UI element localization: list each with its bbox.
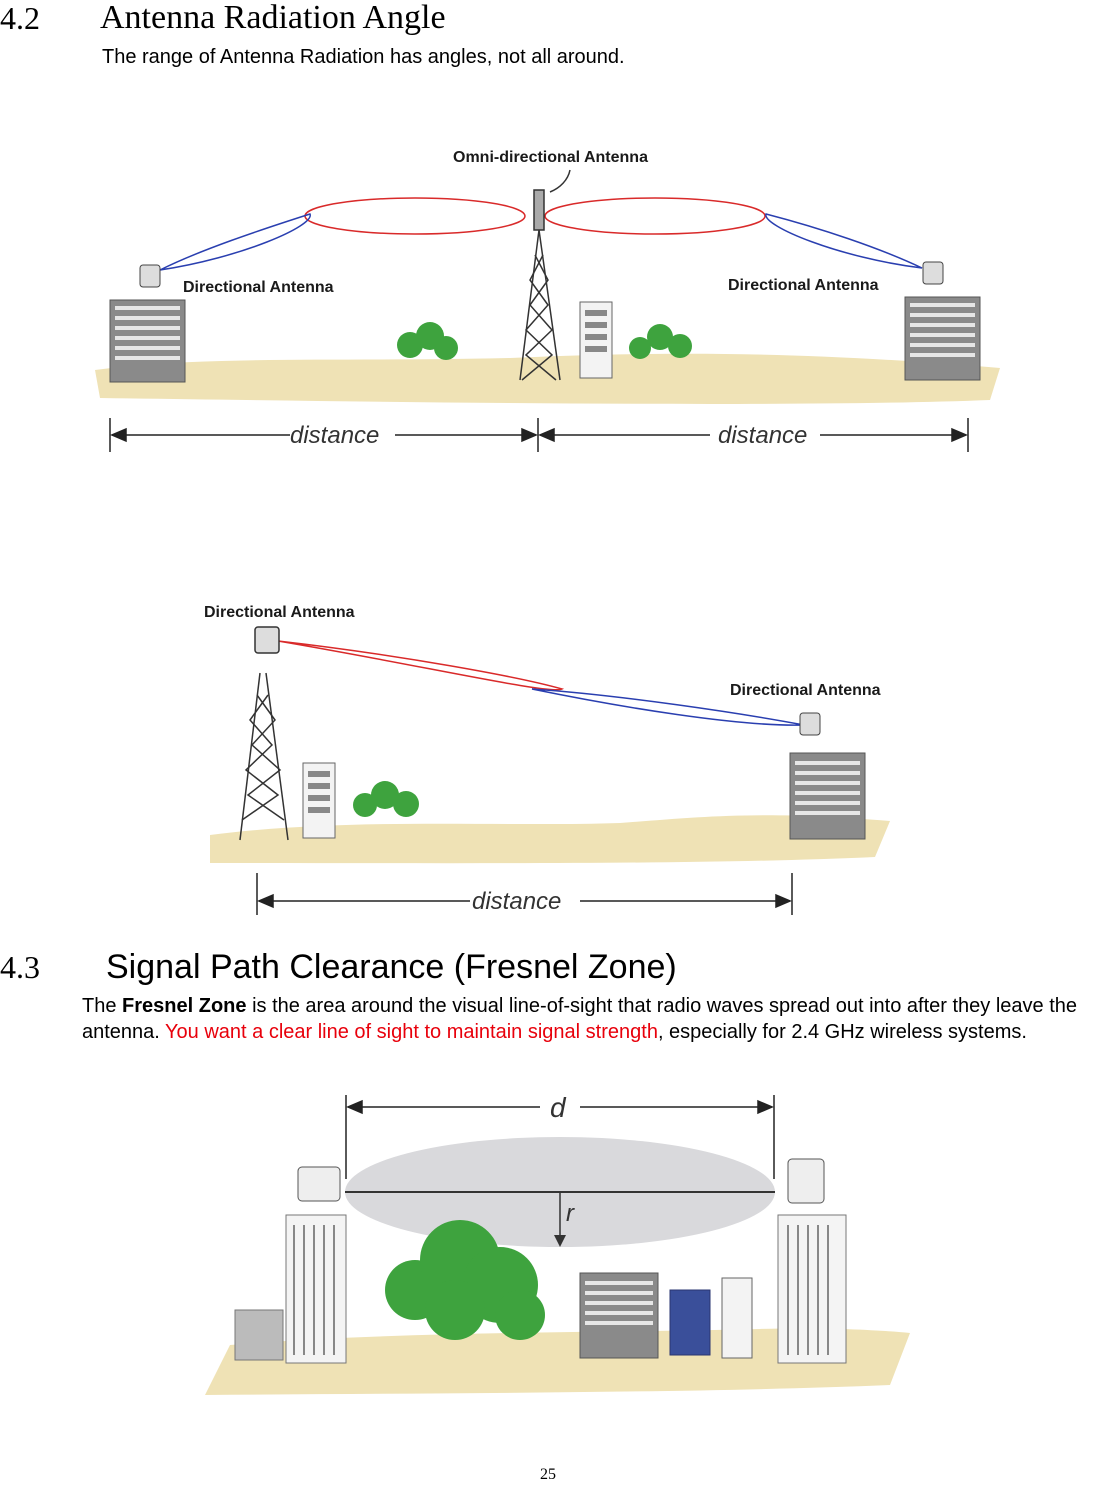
fresnel-zone-term: Fresnel Zone xyxy=(122,995,247,1017)
tree-cluster-right xyxy=(629,324,692,359)
fresnel-paragraph: The Fresnel Zone is the area around the … xyxy=(82,993,1106,1045)
building-left-windows xyxy=(115,306,180,360)
tree-cluster-left xyxy=(397,322,458,360)
figure-point-to-point: Directional Antenna Directional Antenna … xyxy=(204,604,890,915)
tall-building-left-stripes xyxy=(293,1225,335,1355)
low-building xyxy=(234,1309,284,1361)
section-number: 4.3 xyxy=(0,949,40,985)
distance-dimension xyxy=(256,873,793,915)
building-right-windows xyxy=(910,303,975,357)
beam-red xyxy=(277,640,565,691)
building-right-windows xyxy=(795,761,860,815)
antenna-left-icon xyxy=(297,1166,341,1202)
omni-tower xyxy=(519,189,561,381)
right-directional-label: Directional Antenna xyxy=(730,682,881,699)
radius-arrow-icon xyxy=(554,1235,566,1247)
distance-dimension xyxy=(109,418,969,452)
omni-beam-left xyxy=(304,197,526,235)
directional-beam-left xyxy=(159,213,311,271)
tall-building-right xyxy=(777,1214,847,1364)
section-number: 4.2 xyxy=(0,0,40,36)
grey-building-windows xyxy=(585,1281,653,1325)
tall-building-right-stripes xyxy=(787,1225,829,1355)
tree-cluster xyxy=(353,781,419,817)
section-title: Antenna Radiation Angle xyxy=(100,0,446,36)
tree-cluster xyxy=(385,1220,545,1340)
tower xyxy=(239,626,289,841)
right-directional-label: Directional Antenna xyxy=(728,277,879,294)
building-left xyxy=(109,299,186,383)
directional-antenna-right-icon xyxy=(799,712,821,736)
distance-label-right: distance xyxy=(718,422,807,449)
small-building-windows xyxy=(308,771,330,813)
left-directional-label: Directional Antenna xyxy=(183,279,334,296)
directional-beam-right xyxy=(765,213,923,269)
omni-antenna-label: Omni-directional Antenna xyxy=(453,149,648,166)
distance-label: distance xyxy=(472,888,561,915)
section-title: Signal Path Clearance (Fresnel Zone) xyxy=(106,948,677,986)
blue-building xyxy=(669,1289,711,1356)
para-text: is the area around the visual line-of-si… xyxy=(82,995,1078,1043)
page-number: 25 xyxy=(540,1466,556,1483)
d-label: d xyxy=(550,1092,567,1123)
distance-label-left: distance xyxy=(290,422,379,449)
antenna-right-icon xyxy=(787,1158,825,1204)
omni-beam-right xyxy=(544,197,766,235)
building-right xyxy=(789,752,866,840)
para-text: The xyxy=(82,995,123,1017)
figure-fresnel-zone: d r xyxy=(205,1092,910,1395)
para-text: , especially for 2.4 GHz wireless system… xyxy=(657,1021,1027,1043)
ground xyxy=(210,815,890,864)
section-intro: The range of Antenna Radiation has angle… xyxy=(102,46,625,68)
r-label: r xyxy=(566,1200,575,1227)
directional-antenna-left-icon xyxy=(139,264,161,288)
ground xyxy=(95,353,1000,404)
para-highlight: You want a clear line of sight to mainta… xyxy=(165,1021,658,1043)
grey-building xyxy=(579,1272,659,1359)
omni-pointer-arrow xyxy=(549,169,571,193)
d-dimension xyxy=(345,1095,775,1179)
tall-building-left xyxy=(285,1214,347,1364)
small-building-windows xyxy=(585,310,607,352)
top-directional-label: Directional Antenna xyxy=(204,604,355,621)
directional-antenna-right-icon xyxy=(922,261,944,285)
figure-omni-directional: Omni-directional Antenna Directional Ant… xyxy=(95,149,1000,452)
building-right xyxy=(904,296,981,381)
small-building xyxy=(721,1277,753,1359)
